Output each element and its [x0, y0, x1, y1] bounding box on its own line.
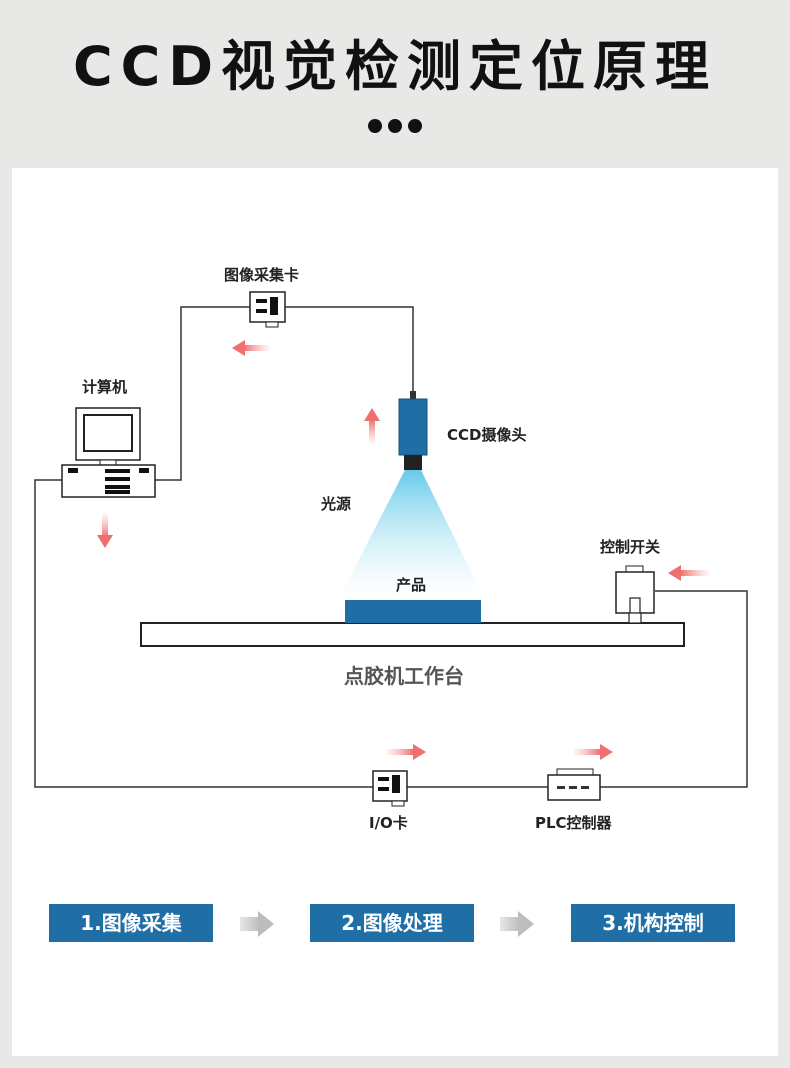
line-computer-to-io [34, 479, 373, 788]
step-arrow-icon [240, 911, 274, 937]
dot-icon [388, 119, 402, 133]
arrow-left-icon [668, 565, 709, 581]
ccd-camera-icon [398, 391, 428, 470]
flow-arrows [97, 340, 709, 760]
light-beam [338, 470, 485, 600]
arrow-left-icon [232, 340, 270, 356]
step-mechanism-control: 3.机构控制 [571, 904, 735, 942]
workbench-label: 点胶机工作台 [344, 664, 464, 688]
capture-card-icon [249, 291, 286, 328]
light-source-label: 光源 [321, 495, 352, 513]
line-computer-to-card [155, 306, 250, 481]
line-card-to-camera [285, 306, 414, 392]
page-title: CCD视觉检测定位原理 [72, 35, 718, 98]
computer-icon [61, 407, 156, 498]
arrow-up-icon [364, 408, 380, 444]
capture-card-label: 图像采集卡 [224, 266, 300, 284]
workbench [140, 622, 685, 647]
arrow-down-icon [97, 513, 113, 548]
line-plc-to-switch [600, 590, 748, 788]
arrow-right-icon [573, 744, 613, 760]
plc-icon [547, 768, 601, 801]
arrow-right-icon [386, 744, 426, 760]
plc-label: PLC控制器 [535, 814, 612, 832]
product-label: 产品 [396, 576, 427, 594]
title-dots [0, 118, 790, 137]
io-card-icon [372, 770, 408, 807]
control-switch-icon [615, 565, 655, 624]
step-image-processing: 2.图像处理 [310, 904, 474, 942]
dot-icon [368, 119, 382, 133]
io-card-label: I/O卡 [369, 814, 408, 832]
product [345, 600, 481, 623]
control-switch-label: 控制开关 [600, 538, 661, 556]
computer-label: 计算机 [82, 378, 128, 396]
ccd-camera-label: CCD摄像头 [447, 426, 527, 444]
step-arrow-icon [500, 911, 534, 937]
step-image-capture: 1.图像采集 [49, 904, 213, 942]
connection-lines [34, 306, 748, 788]
dot-icon [408, 119, 422, 133]
